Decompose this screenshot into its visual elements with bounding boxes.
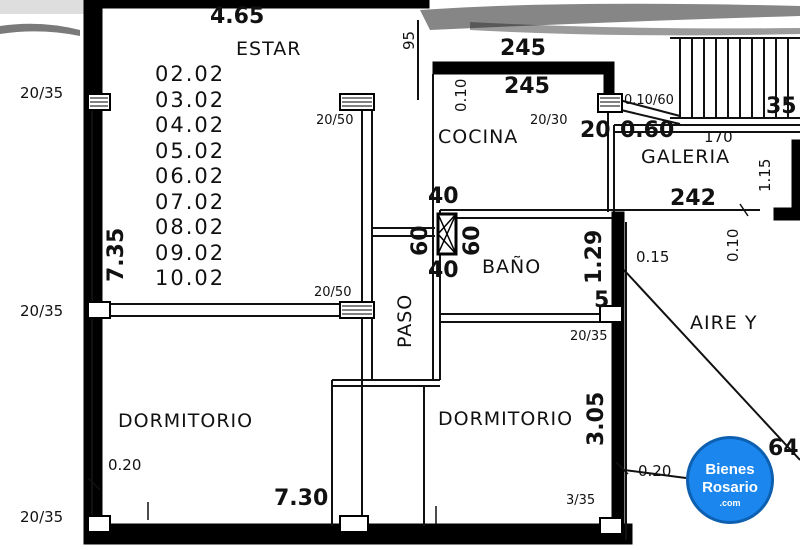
logo-line-3: .com (719, 498, 741, 508)
unit-number: 10.02 (155, 266, 226, 290)
dimension-label: 40 (428, 258, 459, 283)
dimension-label: 20/35 (20, 508, 64, 526)
room-label-bano: BAÑO (482, 256, 542, 278)
dimension-label: 0.10 (452, 78, 470, 112)
unit-number: 07.02 (155, 189, 226, 214)
dimension-label: 20/30 (530, 113, 568, 128)
unit-number: 04.02 (155, 113, 226, 137)
unit-number: 06.02 (155, 164, 226, 188)
dimension-label: 245 (504, 74, 550, 99)
dimension-label: 20/50 (316, 113, 354, 128)
dimension-label: 95 (400, 30, 418, 50)
room-label-estar: ESTAR (236, 38, 302, 60)
room-label-paso: PASO (394, 293, 416, 348)
top-hatch (0, 0, 800, 36)
unit-number-list: 02.02 03.02 04.02 05.02 06.02 07.02 08.0… (155, 62, 225, 292)
dimension-label: 4.65 (210, 4, 265, 29)
shaft (436, 212, 458, 256)
dimension-label: 20/50 (314, 285, 352, 300)
dimension-label: 60 (408, 225, 433, 256)
dimension-label: 3/35 (566, 493, 596, 508)
dimension-label: 5 (594, 288, 610, 313)
dimension-label: 20 (580, 118, 611, 143)
dimension-label: 1.15 (756, 158, 774, 192)
room-label-cocina: COCINA (438, 126, 519, 148)
dimension-label: 0.15 (636, 248, 670, 266)
unit-number: 02.02 (155, 62, 226, 86)
unit-number: 05.02 (155, 138, 226, 163)
unit-number: 08.02 (155, 215, 226, 239)
logo-line-1: Bienes (705, 461, 755, 478)
dimension-label: 0.10/60 (624, 93, 674, 108)
dimension-label: 7.35 (104, 227, 129, 282)
column-hatch (90, 97, 620, 315)
stair-hatching (670, 37, 800, 119)
dimension-label: 20/35 (20, 84, 64, 102)
dimension-label: 0.10 (724, 228, 742, 262)
dimension-label: 0.60 (620, 118, 675, 143)
dimension-label: 64 (768, 436, 799, 461)
room-label-aire: AIRE Y (690, 312, 758, 334)
room-label-galeria: GALERIA (641, 146, 731, 168)
bienes-rosario-logo: Bienes Rosario .com (686, 436, 774, 524)
dimension-label: 3.05 (584, 391, 609, 446)
dimension-label: 20/35 (20, 302, 64, 320)
dimension-label: 35 (766, 94, 797, 119)
room-label-dormitorio-right: DORMITORIO (438, 408, 574, 430)
dimension-label: 20/35 (570, 329, 608, 344)
dimension-ticks (87, 203, 749, 524)
dimension-label: 245 (500, 36, 546, 61)
unit-number: 03.02 (155, 87, 226, 112)
room-label-dormitorio-left: DORMITORIO (118, 410, 254, 432)
logo-line-2: Rosario (702, 479, 758, 496)
dimension-label: 60 (460, 225, 485, 256)
dimension-label: 170 (704, 128, 733, 146)
dimension-label: 242 (670, 186, 716, 211)
dimension-label: 40 (428, 184, 459, 209)
dimension-label: 1.29 (582, 229, 607, 284)
dimension-label: 0.20 (638, 462, 672, 480)
dimension-label: 0.20 (108, 456, 142, 474)
unit-number: 09.02 (155, 240, 226, 265)
dimension-label: 7.30 (274, 486, 329, 511)
